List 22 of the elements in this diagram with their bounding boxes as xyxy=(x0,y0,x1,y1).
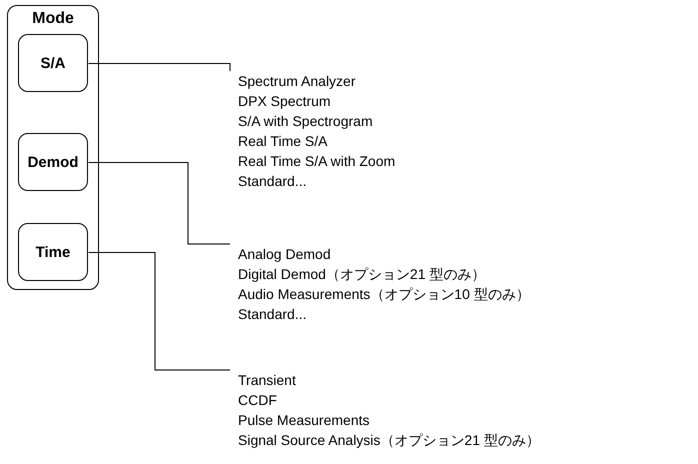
mode-button: Demod xyxy=(18,133,88,191)
connector-line xyxy=(88,162,230,244)
menu-item: Digital Demod（オプション21 型のみ） xyxy=(238,265,486,284)
menu-item: CCDF xyxy=(238,391,278,410)
menu-item: Real Time S/A xyxy=(238,132,328,151)
menu-item: Transient xyxy=(238,371,297,390)
menu-item: Analog Demod xyxy=(238,245,332,264)
panel-heading: Mode xyxy=(31,10,75,28)
mode-button: S/A xyxy=(18,34,88,92)
menu-item: Pulse Measurements xyxy=(238,411,371,430)
menu-item: Standard... xyxy=(238,172,308,191)
mode-panel xyxy=(7,5,99,290)
menu-item: Signal Source Analysis（オプション21 型のみ） xyxy=(238,431,541,450)
connector-line xyxy=(88,252,230,370)
menu-item: S/A with Spectrogram xyxy=(238,112,374,131)
menu-item: Spectrum Analyzer xyxy=(238,72,356,91)
menu-item: Audio Measurements（オプション10 型のみ） xyxy=(238,285,531,304)
mode-button: Time xyxy=(18,223,88,281)
menu-item: DPX Spectrum xyxy=(238,92,332,111)
connector-line xyxy=(88,63,230,72)
menu-item: Standard... xyxy=(238,305,308,324)
menu-item: Real Time S/A with Zoom xyxy=(238,152,396,171)
